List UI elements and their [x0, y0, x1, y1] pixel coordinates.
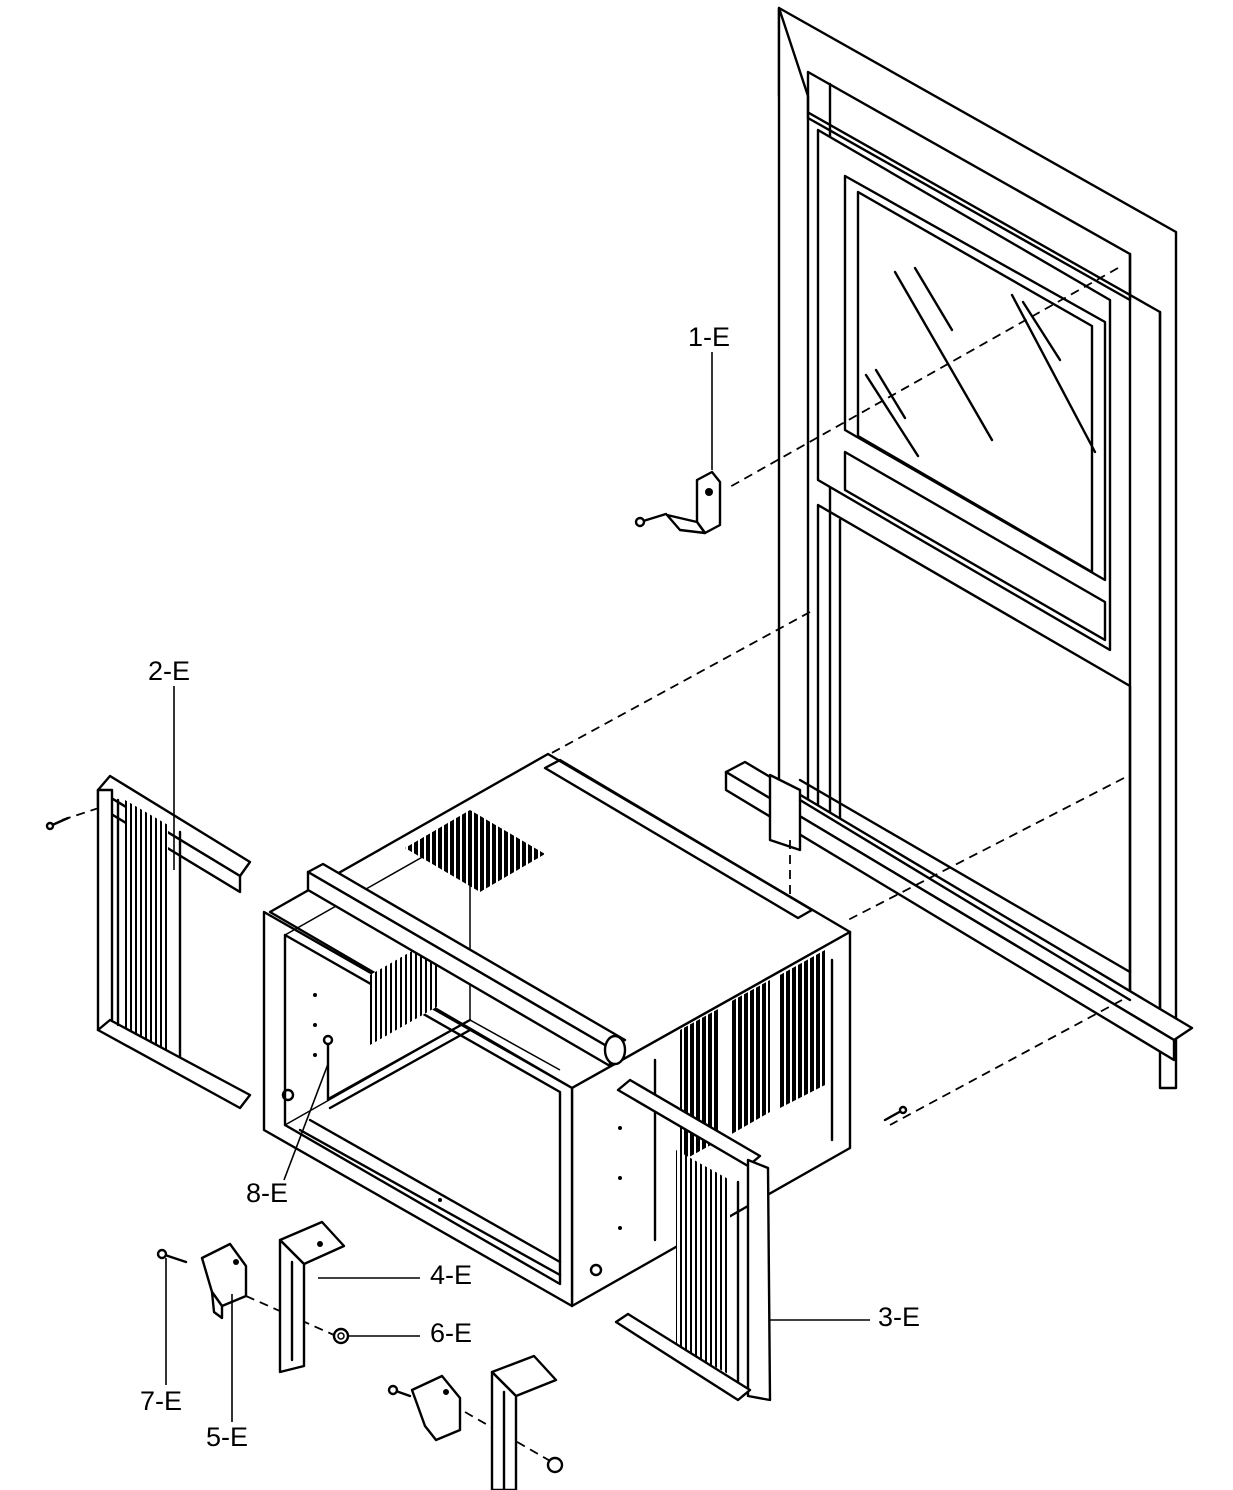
support-bracket-4e-lower — [490, 1354, 558, 1490]
clip-5e-lower — [410, 1374, 462, 1442]
screw-1e — [634, 512, 668, 528]
window-frame — [724, 6, 1194, 1090]
callout-label-2e: 2-E — [148, 656, 191, 686]
clip-5e — [200, 1242, 248, 1320]
callout-leaders — [165, 352, 870, 1422]
callout-label-8e: 8-E — [246, 1178, 289, 1208]
nut-6e-lower — [546, 1456, 564, 1474]
callout-label-5e: 5-E — [206, 1422, 249, 1452]
callout-label-4e: 4-E — [430, 1260, 473, 1290]
screw-3e — [883, 1105, 908, 1122]
screw-2e — [45, 816, 70, 831]
nut-6e — [332, 1327, 350, 1345]
ac-cabinet — [262, 752, 852, 1308]
screw-7e — [156, 1248, 188, 1264]
callout-label-3e: 3-E — [878, 1302, 921, 1332]
callout-label-7e: 7-E — [140, 1386, 183, 1416]
callout-label-6e: 6-E — [430, 1318, 473, 1348]
callout-label-1e: 1-E — [688, 322, 731, 352]
support-bracket-4e — [278, 1220, 346, 1374]
screw-7e-lower — [387, 1384, 412, 1398]
angle-bracket-1e — [665, 470, 722, 535]
screw-8e — [322, 1034, 334, 1102]
right-side-curtain — [614, 1078, 772, 1402]
